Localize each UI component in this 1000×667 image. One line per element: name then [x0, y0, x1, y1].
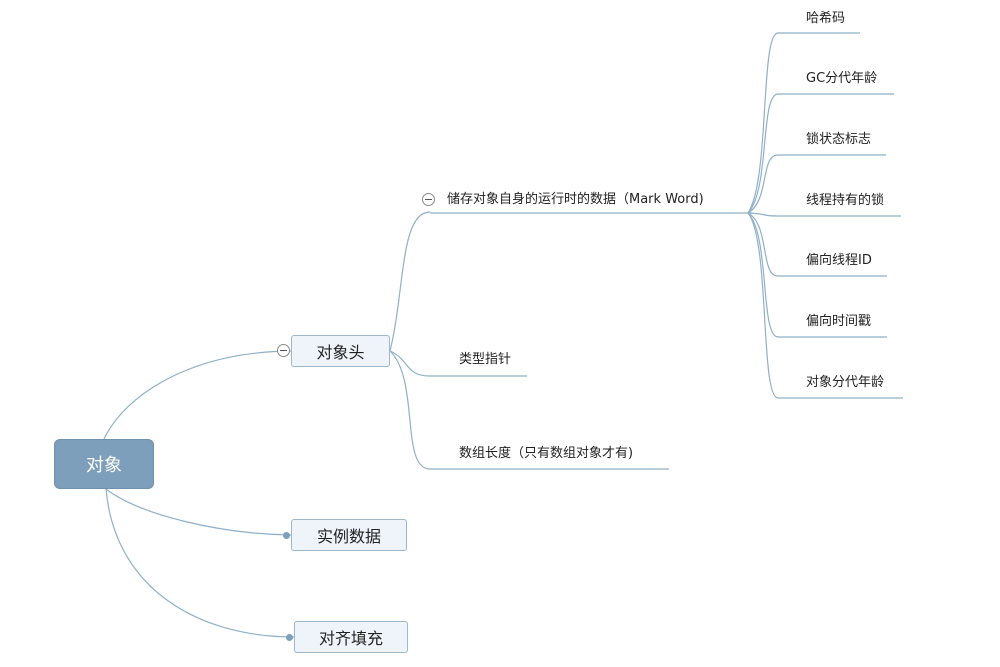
connector-dot-align — [286, 634, 293, 641]
subtopic-mark-word[interactable]: 储存对象自身的运行时的数据（Mark Word) — [447, 192, 704, 207]
collapse-toggle-header[interactable] — [277, 344, 290, 357]
root-topic[interactable]: 对象 — [54, 439, 154, 489]
topic-object-header[interactable]: 对象头 — [291, 335, 390, 367]
connector-root-header — [103, 350, 292, 440]
connector-mw-biasid — [747, 212, 779, 277]
leaf-hash-code[interactable]: 哈希码 — [806, 11, 846, 26]
subtopic-type-pointer[interactable]: 类型指针 — [459, 352, 512, 367]
topic-instance-data[interactable]: 实例数据 — [291, 519, 407, 551]
leaf-biased-timestamp[interactable]: 偏向时间戳 — [806, 314, 872, 329]
leaf-thread-held-lock[interactable]: 线程持有的锁 — [806, 193, 885, 208]
connector-mw-lock — [747, 154, 779, 214]
connector-mw-biasts — [747, 212, 779, 338]
connector-header-arrlen — [389, 350, 431, 470]
collapse-toggle-markword[interactable] — [422, 193, 435, 206]
connector-dot-instance — [283, 532, 290, 539]
connector-mw-hash — [747, 32, 779, 214]
leaf-gc-age[interactable]: GC分代年龄 — [806, 71, 878, 86]
connector-mw-thread — [747, 212, 779, 217]
topic-alignment-padding[interactable]: 对齐填充 — [294, 621, 408, 653]
leaf-lock-flag[interactable]: 锁状态标志 — [806, 132, 872, 147]
connector-header-klass — [389, 350, 431, 377]
connector-mw-age — [747, 212, 779, 399]
connector-root-align — [105, 488, 295, 638]
leaf-biased-thread-id[interactable]: 偏向线程ID — [806, 253, 872, 268]
connector-header-markword — [389, 211, 431, 352]
subtopic-array-length[interactable]: 数组长度（只有数组对象才有) — [459, 446, 634, 461]
leaf-object-generation-age[interactable]: 对象分代年龄 — [806, 375, 885, 390]
connector-mw-gc — [747, 93, 779, 214]
connector-root-instance — [105, 488, 292, 536]
